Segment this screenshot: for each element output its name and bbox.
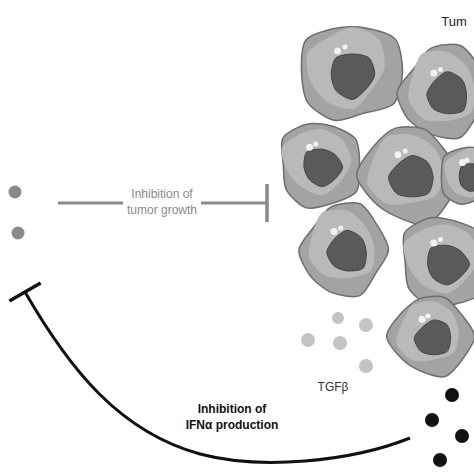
cell-nucleus: [428, 245, 470, 285]
cell-body: [387, 296, 474, 377]
cell-highlight: [309, 210, 375, 279]
tgf-dot: [333, 336, 347, 350]
cell-granule: [430, 70, 437, 77]
black-dot: [445, 388, 459, 402]
tumor-cell: [299, 203, 389, 297]
cell-body: [282, 124, 360, 209]
black-dot: [455, 429, 469, 443]
cell-highlight: [444, 148, 474, 198]
black-dot: [425, 413, 439, 427]
cell-nucleus: [414, 320, 450, 355]
cell-nucleus: [331, 54, 375, 99]
grey-dot: [9, 186, 22, 199]
cell-granule: [426, 314, 431, 319]
cell-granule: [438, 67, 443, 72]
cell-body: [441, 147, 474, 204]
cell-highlight: [408, 51, 474, 122]
inhibition-bar: [265, 184, 269, 222]
cell-body: [299, 203, 389, 297]
tgf-dot: [301, 333, 315, 347]
cell-highlight: [403, 225, 474, 294]
cell-granule: [306, 144, 313, 151]
cell-label: Tum: [438, 14, 471, 31]
tumor-cell: [301, 27, 402, 121]
tumor-cell: [441, 147, 474, 204]
cell-nucleus: [327, 230, 366, 271]
cell-highlight: [396, 301, 459, 361]
cell-highlight: [307, 27, 385, 109]
cell-nucleus: [427, 72, 467, 114]
tumor-inhibition-line: [58, 184, 267, 222]
tgf-dot: [359, 359, 373, 373]
left-dots: [9, 186, 25, 240]
cell-granule: [331, 228, 338, 235]
cell-body: [403, 217, 474, 306]
cell-nucleus: [304, 149, 343, 187]
cell-granule: [430, 240, 437, 247]
tgf-dot: [332, 312, 344, 324]
tgf-dot: [359, 318, 373, 332]
factor-label: TGFβ: [314, 380, 352, 396]
tumor-cell: [387, 296, 474, 377]
inhibition-bar: [9, 283, 40, 301]
inhibition-label: Inhibition of tumor growth: [123, 187, 201, 218]
tumor-cell: [281, 124, 359, 209]
cell-granule: [313, 142, 318, 147]
black-dots: [425, 388, 469, 467]
cell-granule: [465, 158, 470, 163]
ifn-inhibition-curve: [9, 283, 410, 462]
cell-nucleus: [389, 156, 434, 197]
cell-granule: [334, 48, 341, 55]
cell-nucleus: [459, 164, 474, 192]
cell-granule: [419, 316, 426, 323]
tumor-cell: [403, 217, 474, 306]
tumor-cell: [397, 44, 474, 138]
cell-granule: [343, 45, 348, 50]
grey-dot: [12, 227, 25, 240]
tgf-beta-dots: [301, 312, 373, 373]
cell-granule: [338, 226, 343, 231]
cell-granule: [403, 149, 408, 154]
inhibition-curve: [25, 292, 410, 462]
cell-body: [397, 44, 474, 138]
black-dot: [433, 453, 447, 467]
cell-highlight: [367, 134, 443, 205]
inhibition-label: Inhibition of IFNα production: [182, 402, 282, 433]
cell-granule: [395, 151, 402, 158]
cell-body: [301, 27, 402, 121]
cell-highlight: [281, 129, 351, 195]
tumor-cells: [281, 27, 474, 377]
cell-granule: [438, 237, 443, 242]
